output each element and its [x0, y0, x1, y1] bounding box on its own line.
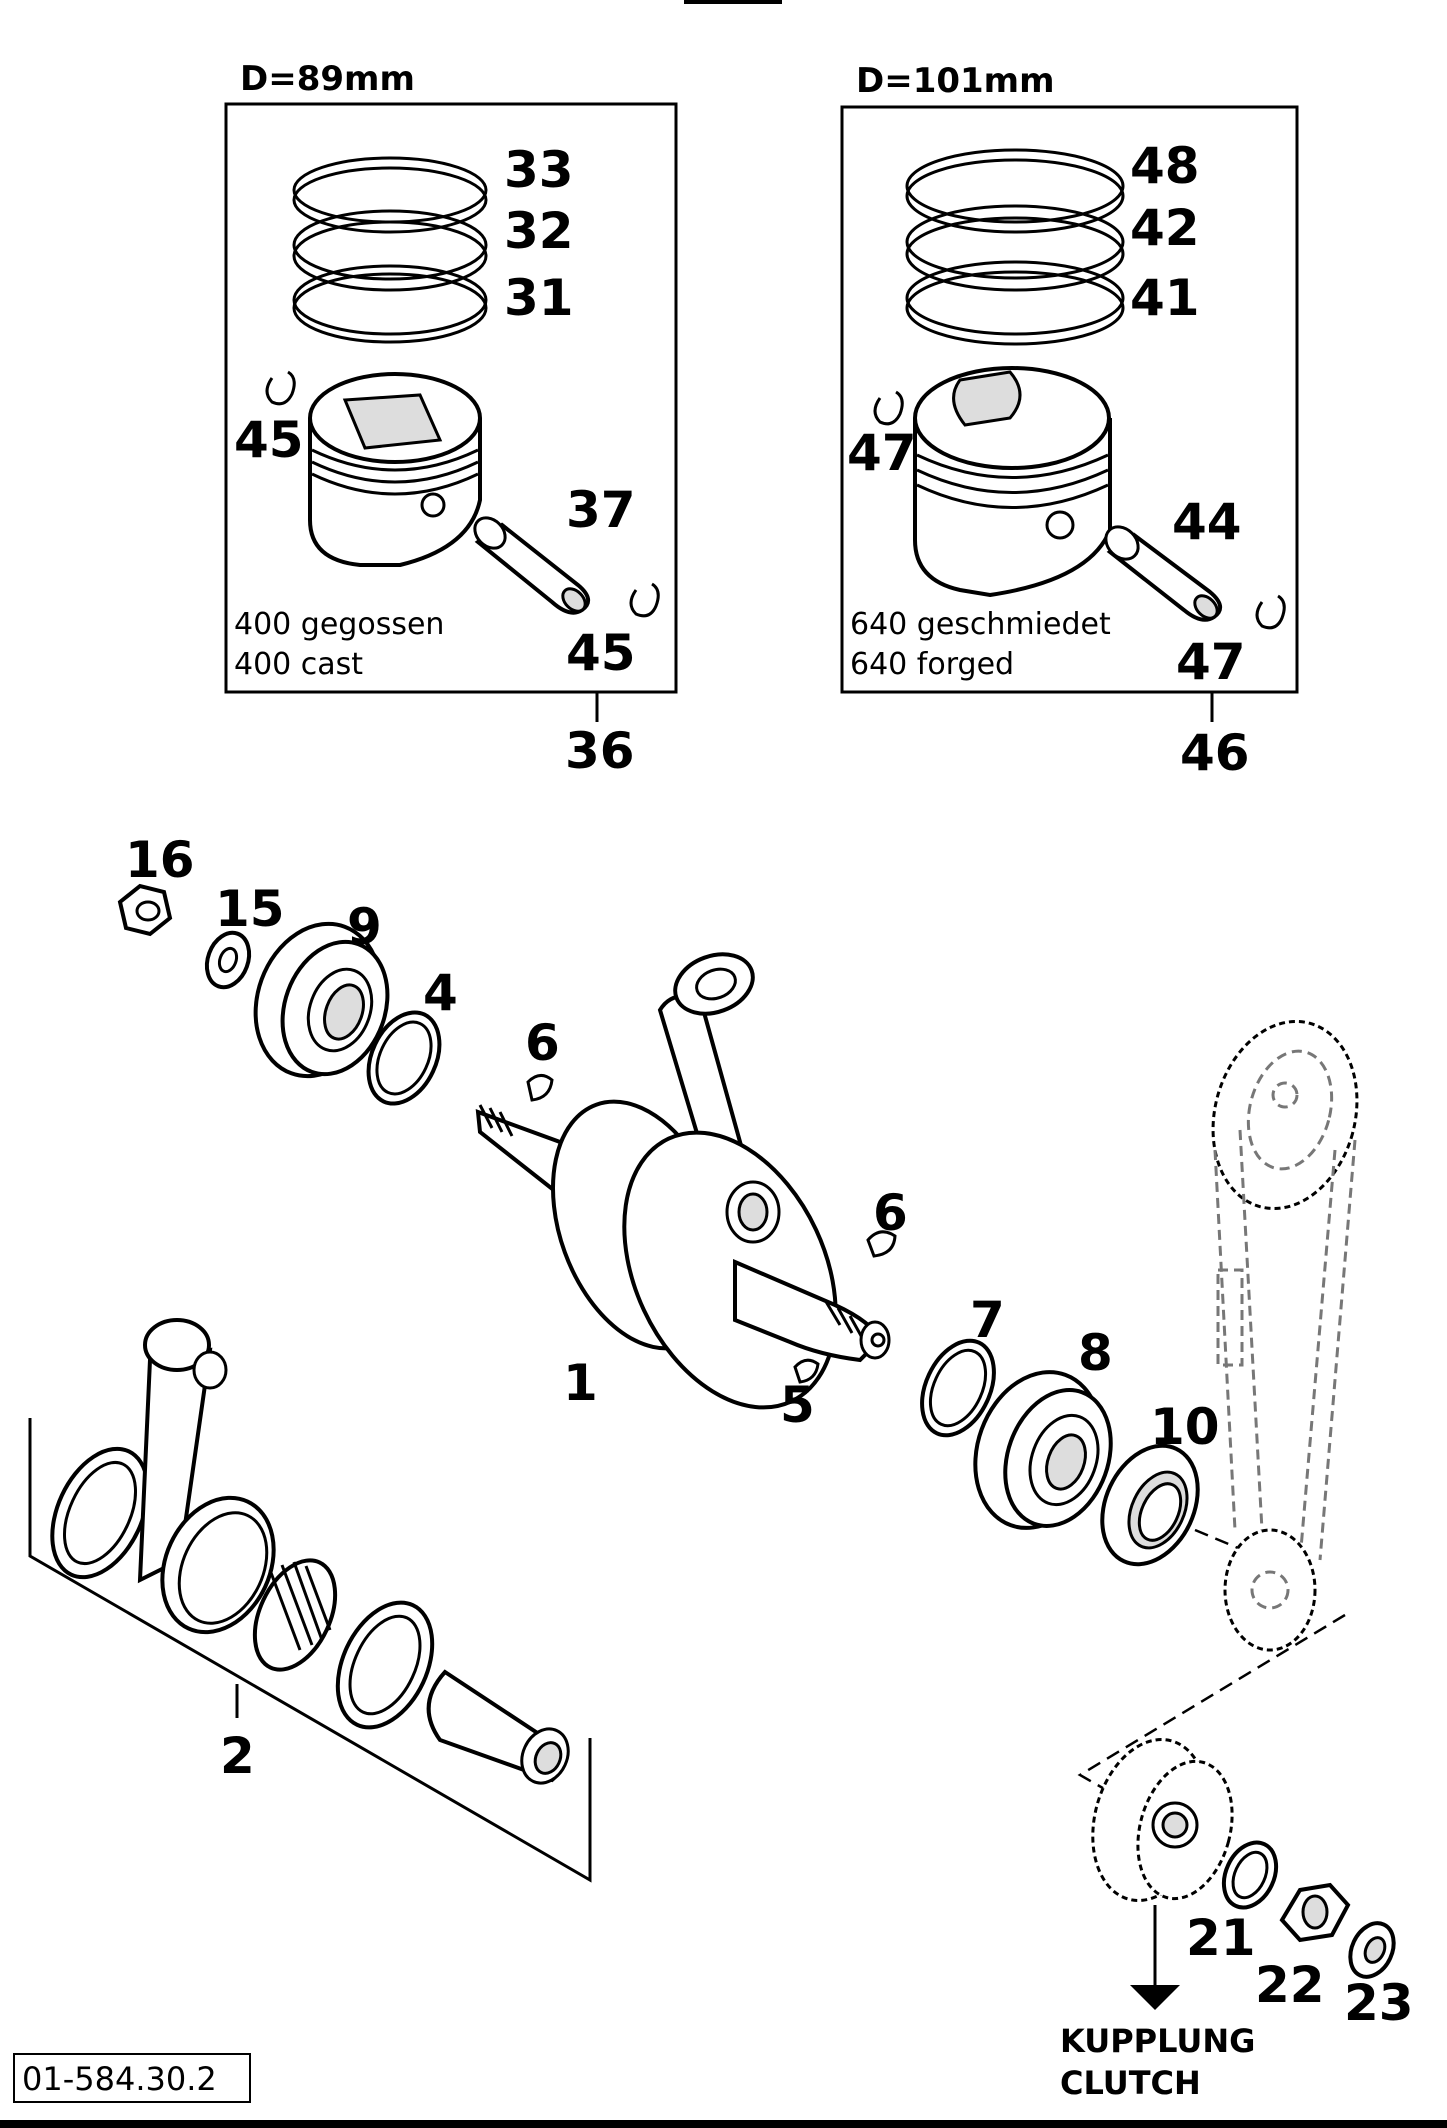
callout-45-bottom: 45	[566, 624, 636, 682]
callout-42: 42	[1130, 199, 1200, 257]
conrod-kit-bracket	[28, 1418, 592, 1883]
piston-box-right	[840, 105, 1299, 694]
piston-right	[913, 366, 1112, 598]
woodruff-key-6-left	[526, 1074, 554, 1102]
callout-47-top: 47	[847, 424, 917, 482]
piston-rings-left	[292, 156, 488, 344]
top-edge-mark	[684, 0, 782, 4]
note-640-forged: 640 forged	[850, 647, 1014, 682]
nut-22	[1279, 1882, 1351, 1943]
callout-23: 23	[1344, 1974, 1414, 2032]
circlip-47-bottom	[1255, 594, 1286, 630]
callout-48: 48	[1130, 137, 1200, 195]
clutch-drive-gear	[1091, 1738, 1234, 1902]
destination-kupplung: KUPPLUNG	[1060, 2022, 1255, 2060]
callout-4: 4	[423, 964, 458, 1022]
nut-16	[117, 883, 173, 937]
callout-31: 31	[504, 269, 574, 327]
diameter-label-right: D=101mm	[856, 61, 1055, 101]
callout-7: 7	[970, 1291, 1005, 1349]
drawing-number: 01-584.30.2	[22, 2060, 217, 2098]
callout-47-bottom: 47	[1176, 633, 1246, 691]
callout-10: 10	[1150, 1398, 1220, 1456]
piston-pin-44	[1104, 525, 1222, 622]
circlip-45-top	[265, 370, 296, 406]
callout-1: 1	[563, 1354, 598, 1412]
bearing-9	[253, 921, 390, 1079]
callout-21: 21	[1186, 1909, 1256, 1967]
woodruff-key-6-right	[866, 1230, 897, 1258]
conrod-kit-2	[50, 1318, 570, 1785]
callout-5: 5	[780, 1376, 815, 1434]
note-640-geschmiedet: 640 geschmiedet	[850, 607, 1111, 642]
diameter-label-left: D=89mm	[240, 59, 415, 99]
callout-44: 44	[1172, 493, 1242, 551]
direction-arrow-icon	[1130, 1985, 1180, 2010]
callout-41: 41	[1130, 269, 1200, 327]
circlip-47-top	[873, 390, 904, 426]
callout-45-top: 45	[234, 411, 304, 469]
destination-clutch: CLUTCH	[1060, 2064, 1201, 2102]
circlip-21	[1221, 1840, 1279, 1910]
crankshaft-1	[475, 952, 891, 1410]
piston-left	[308, 372, 482, 567]
drawing-number-box	[13, 2053, 251, 2103]
callout-6-left: 6	[525, 1014, 560, 1072]
shim-4	[366, 1010, 442, 1106]
seal-10	[1100, 1443, 1200, 1567]
piston-pin-37	[473, 516, 590, 615]
timing-chain-assembly	[1211, 1019, 1359, 1652]
note-400-gegossen: 400 gegossen	[234, 607, 444, 642]
shim-7	[920, 1338, 996, 1438]
bottom-border	[0, 2120, 1447, 2128]
piston-rings-right	[905, 148, 1125, 346]
callout-8: 8	[1078, 1324, 1113, 1382]
callout-33: 33	[504, 141, 574, 199]
callout-46: 46	[1180, 724, 1250, 782]
circlip-45-bottom	[629, 582, 660, 618]
piston-kit-101mm: D=101mm 48 42 41 47	[840, 61, 1299, 782]
callout-37: 37	[566, 481, 636, 539]
callout-16: 16	[125, 831, 195, 889]
note-400-cast: 400 cast	[234, 647, 363, 682]
callout-36: 36	[565, 722, 635, 780]
piston-box-left	[224, 102, 678, 694]
woodruff-key-5	[793, 1358, 820, 1384]
callout-32: 32	[504, 202, 574, 260]
bearing-8	[973, 1370, 1113, 1530]
callout-6-right: 6	[873, 1184, 908, 1242]
washer-23	[1348, 1921, 1396, 1979]
piston-kit-89mm: D=89mm 33 32 31 45	[224, 59, 678, 780]
callout-15: 15	[215, 880, 285, 938]
callout-22: 22	[1255, 1956, 1325, 2014]
washer-15	[204, 930, 252, 990]
callout-9: 9	[347, 898, 382, 956]
callout-2: 2	[220, 1727, 255, 1785]
